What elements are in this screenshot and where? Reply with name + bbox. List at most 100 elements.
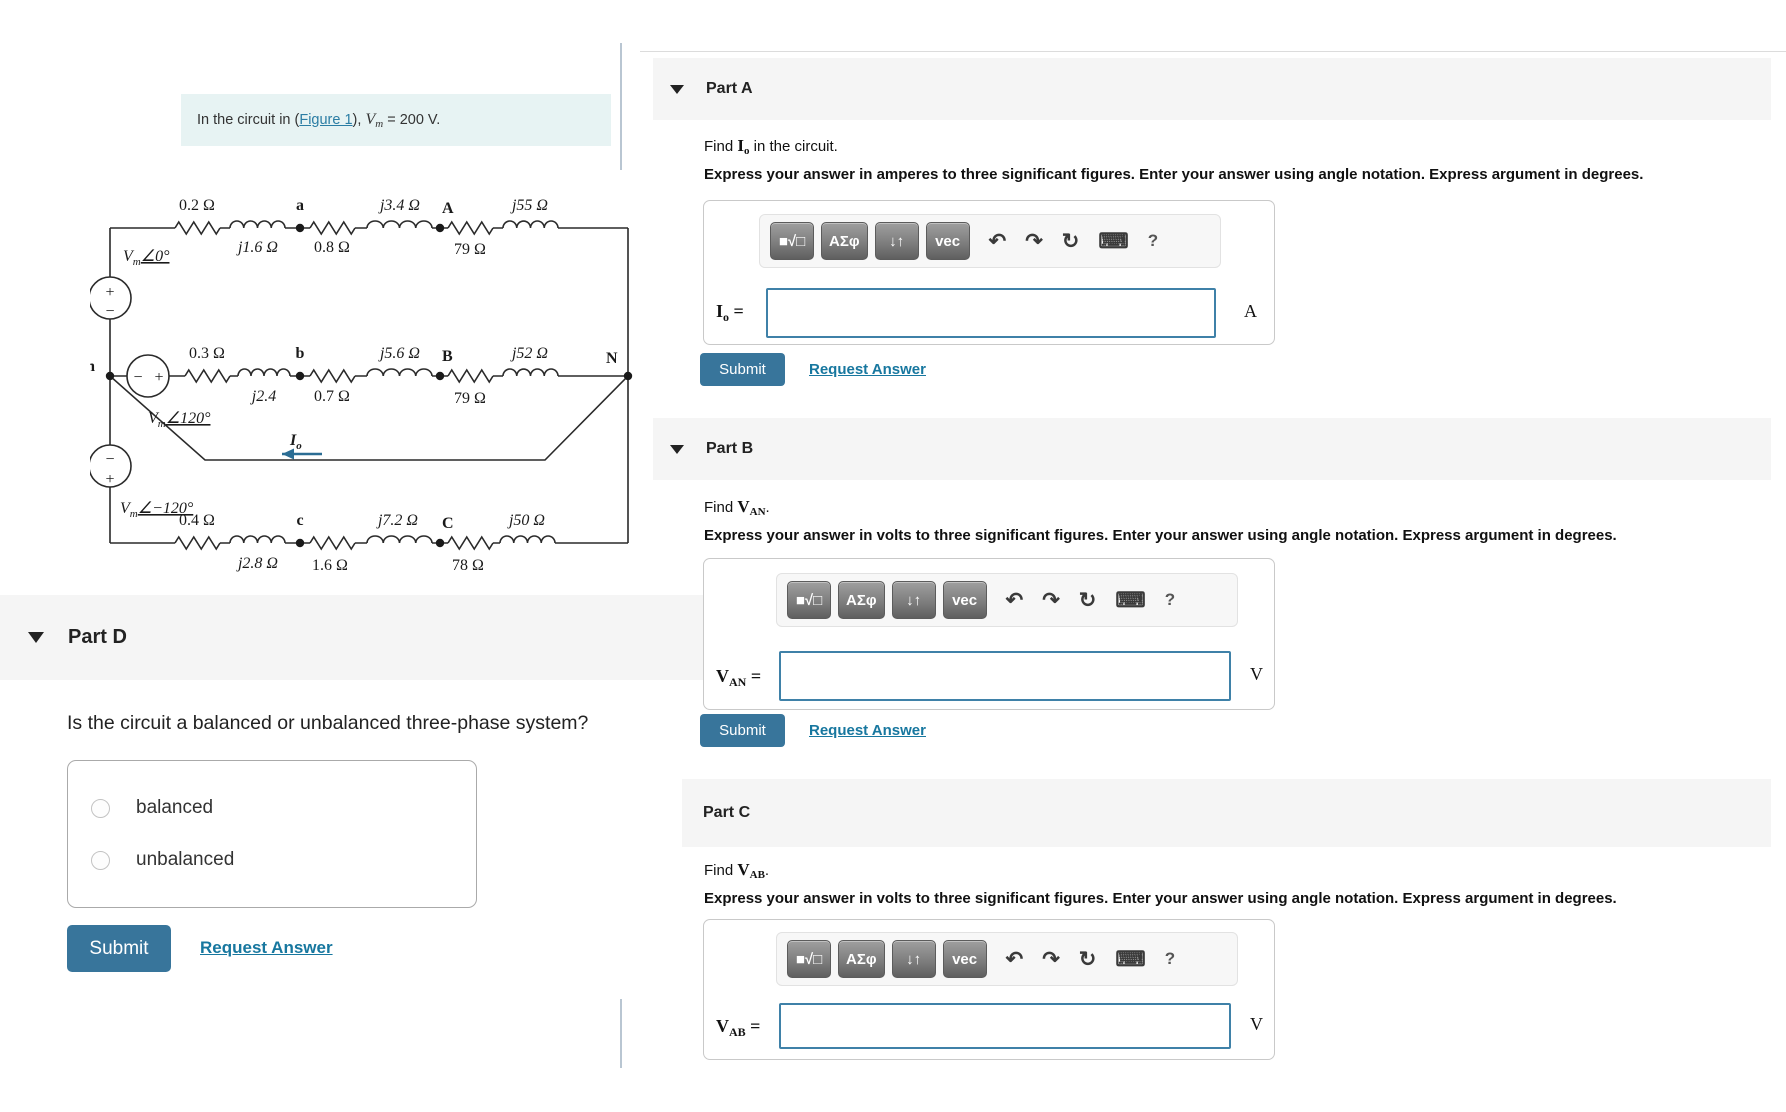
sort-arrows-button[interactable]: ↓↑ <box>891 581 936 619</box>
figure-label: 0.4 Ω <box>179 512 215 529</box>
part-b-request-answer-link[interactable]: Request Answer <box>809 722 926 739</box>
radio-button-icon[interactable] <box>91 798 110 818</box>
radio-option-balanced[interactable]: balanced <box>91 797 213 819</box>
answer-eq: = <box>746 666 762 686</box>
node-dot <box>623 371 633 381</box>
part-a-find-line: Find Io in the circuit. <box>704 136 838 157</box>
problem-text-before: In the circuit in ( <box>197 111 300 128</box>
problem-text-after: ), <box>352 111 366 128</box>
collapse-triangle-icon[interactable] <box>670 84 684 94</box>
part-b-answer-label: VAN = <box>716 666 761 690</box>
part-b-answer-module: ■√□ ΑΣφ ↓↑ vec ↶ ↷ ↻ ⌨ ? VAN = V <box>703 558 1275 710</box>
undo-icon[interactable]: ↶ <box>1005 588 1024 612</box>
node-dot <box>295 371 305 381</box>
figure-label: 79 Ω <box>454 390 486 407</box>
part-c-answer-input[interactable] <box>779 1003 1231 1049</box>
collapse-triangle-icon[interactable] <box>28 632 44 643</box>
reset-icon[interactable]: ↻ <box>1078 947 1097 971</box>
io-current-arrow <box>282 448 322 460</box>
equation-editor-button[interactable]: ■√□ <box>770 222 814 260</box>
figure-label: + <box>105 284 114 301</box>
part-a-header[interactable]: Part A <box>653 58 1771 120</box>
figure-label: N <box>606 350 618 367</box>
panel-divider <box>620 43 622 170</box>
answer-sub: AB <box>729 1025 746 1039</box>
part-c-header[interactable]: Part C <box>682 779 1771 847</box>
part-b-header[interactable]: Part B <box>653 418 1771 480</box>
reset-icon[interactable]: ↻ <box>1061 229 1080 253</box>
keyboard-icon[interactable]: ⌨ <box>1115 588 1146 612</box>
figure-label: 79 Ω <box>454 241 486 258</box>
redo-icon[interactable]: ↷ <box>1042 947 1060 971</box>
inductor-symbol <box>499 535 556 544</box>
radio-option-unbalanced[interactable]: unbalanced <box>91 849 234 871</box>
figure-label: j1.6 Ω <box>236 239 278 256</box>
inductor-symbol <box>229 220 286 229</box>
answer-var: V <box>716 666 729 686</box>
part-b-answer-input[interactable] <box>779 651 1231 701</box>
equation-editor-button[interactable]: ■√□ <box>787 581 831 619</box>
part-c-title: Part C <box>703 804 751 821</box>
figure-label: − <box>105 451 114 468</box>
resistor-symbol <box>309 535 356 551</box>
greek-symbols-button[interactable]: ΑΣφ <box>838 940 885 978</box>
sort-arrows-button[interactable]: ↓↑ <box>874 222 919 260</box>
keyboard-icon[interactable]: ⌨ <box>1098 229 1129 253</box>
inductor-symbol <box>237 368 291 377</box>
sort-arrows-button[interactable]: ↓↑ <box>891 940 936 978</box>
figure-label: n <box>90 358 95 375</box>
node-dot <box>295 538 305 548</box>
figure-label: c <box>296 512 303 529</box>
part-d-title: Part D <box>68 626 127 648</box>
figure-label: 0.3 Ω <box>189 345 225 362</box>
inductor-symbol <box>502 220 559 229</box>
reset-icon[interactable]: ↻ <box>1078 588 1097 612</box>
part-d-header[interactable]: Part D <box>0 595 703 680</box>
part-b-submit-button[interactable]: Submit <box>700 714 785 747</box>
part-a-submit-button[interactable]: Submit <box>700 353 785 386</box>
vector-button[interactable]: vec <box>942 940 987 978</box>
find-prefix: Find <box>704 138 738 155</box>
figure-label: 0.7 Ω <box>314 388 350 405</box>
figure-label: − <box>105 303 114 320</box>
part-d-request-answer-link[interactable]: Request Answer <box>200 938 333 957</box>
help-icon[interactable]: ? <box>1147 231 1159 250</box>
figure-label: j7.2 Ω <box>376 512 418 529</box>
vector-button[interactable]: vec <box>942 581 987 619</box>
equation-toolbar: ■√□ ΑΣφ ↓↑ vec ↶ ↷ ↻ ⌨ ? <box>759 214 1221 268</box>
equation-toolbar: ■√□ ΑΣφ ↓↑ vec ↶ ↷ ↻ ⌨ ? <box>776 573 1238 627</box>
radio-button-icon[interactable] <box>91 850 110 870</box>
help-icon[interactable]: ? <box>1164 949 1176 968</box>
undo-icon[interactable]: ↶ <box>988 229 1007 253</box>
part-a-request-answer-link[interactable]: Request Answer <box>809 361 926 378</box>
figure-1-link[interactable]: Figure 1 <box>299 111 353 128</box>
redo-icon[interactable]: ↷ <box>1025 229 1043 253</box>
part-a-title: Part A <box>706 80 753 97</box>
vector-button[interactable]: vec <box>925 222 970 260</box>
collapse-triangle-icon[interactable] <box>670 444 684 454</box>
inductor-symbol <box>366 220 433 229</box>
figure-label: Vm∠0° <box>123 248 170 268</box>
greek-symbols-button[interactable]: ΑΣφ <box>838 581 885 619</box>
figure-label: j5.6 Ω <box>378 345 420 362</box>
find-sub: AN <box>749 506 766 518</box>
undo-icon[interactable]: ↶ <box>1005 947 1024 971</box>
figure-label: j55 Ω <box>510 197 548 214</box>
greek-symbols-button[interactable]: ΑΣφ <box>821 222 868 260</box>
circuit-wires <box>109 227 629 544</box>
vm-variable-sub: m <box>375 117 384 130</box>
part-d-submit-button[interactable]: Submit <box>67 925 171 972</box>
keyboard-icon[interactable]: ⌨ <box>1115 947 1146 971</box>
part-a-answer-input[interactable] <box>766 288 1216 338</box>
equation-editor-button[interactable]: ■√□ <box>787 940 831 978</box>
resistor-symbol <box>447 368 494 384</box>
vm-value: = 200 V. <box>383 111 441 128</box>
figure-label: B <box>442 348 453 365</box>
find-prefix: Find <box>704 499 738 516</box>
figure-label: Vm∠120° <box>148 410 211 430</box>
redo-icon[interactable]: ↷ <box>1042 588 1060 612</box>
help-icon[interactable]: ? <box>1164 590 1176 609</box>
figure-label: − <box>133 369 142 386</box>
source-vbn <box>126 354 170 398</box>
